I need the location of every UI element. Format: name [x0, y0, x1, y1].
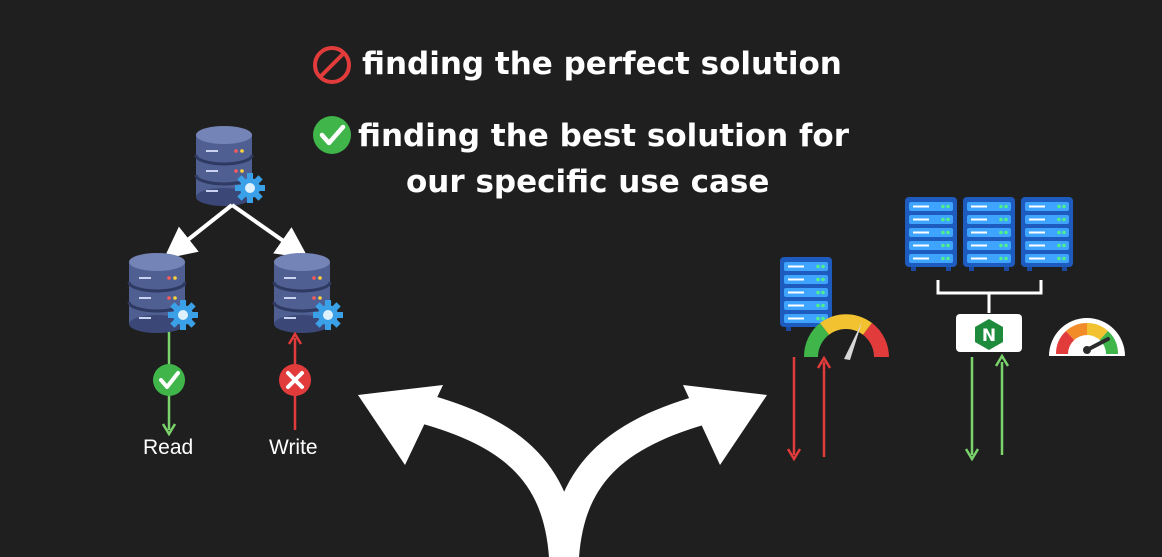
read-database-icon: [127, 251, 198, 335]
cluster-bracket: [936, 280, 1043, 313]
prohibited-icon: [313, 46, 351, 84]
speedometer-high-icon: [803, 314, 889, 360]
read-label: Read: [143, 436, 194, 459]
single-server-icon: [779, 256, 833, 332]
write-arrow-head: [287, 331, 303, 345]
fork-arrow-icon: [358, 385, 767, 557]
speedometer-low-icon: [1049, 318, 1125, 356]
read-check-icon: [153, 364, 185, 396]
headline-best-solution-line1: finding the best solution for: [358, 118, 850, 154]
write-database-icon: [272, 251, 343, 335]
nginx-logo-icon: [975, 319, 1003, 350]
headline-best-solution-line2: our specific use case: [406, 164, 770, 200]
database-icon: [194, 124, 265, 208]
write-cross-icon: [279, 364, 311, 396]
read-arrow-head: [161, 423, 177, 437]
write-label: Write: [269, 436, 318, 459]
response-arrow-up: [994, 353, 1010, 367]
checkmark-icon: [313, 116, 351, 154]
request-arrow-up: [816, 355, 832, 369]
headline-perfect-solution: finding the perfect solution: [362, 46, 842, 82]
tree-arrows: [163, 203, 309, 259]
response-arrow-down: [964, 448, 980, 462]
nginx-letter: N: [982, 326, 996, 346]
request-arrow-down: [786, 448, 802, 462]
server-cluster-icon: [904, 196, 1074, 272]
